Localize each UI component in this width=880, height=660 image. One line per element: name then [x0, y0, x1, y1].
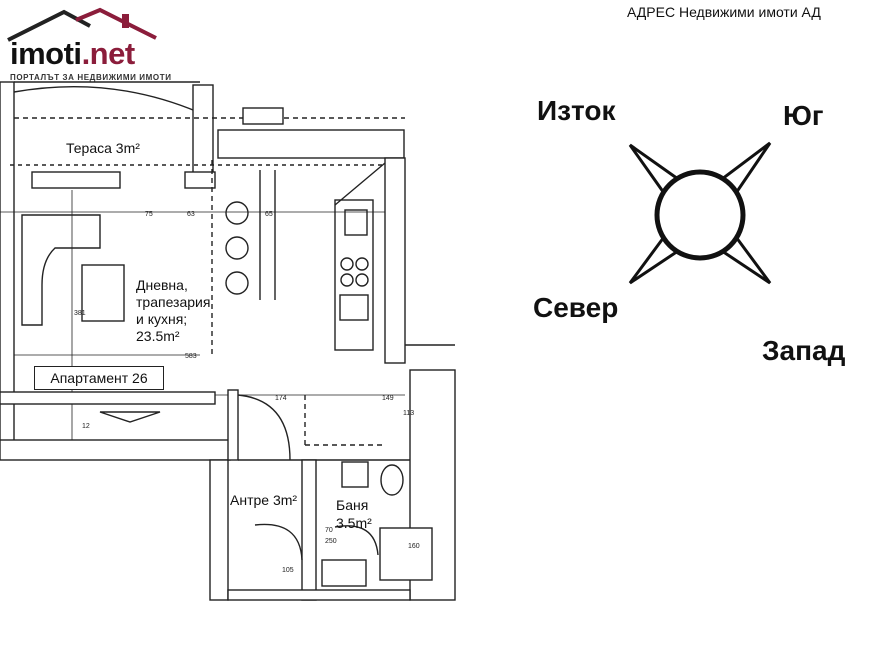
- terrace-arc: [13, 85, 199, 113]
- room-terrace-label: Тераса 3m²: [66, 140, 140, 156]
- apartment-label: Апартамент 26: [34, 366, 164, 390]
- room-bath-area: 3.5m²: [336, 515, 372, 531]
- floor-plan: 75 63 65 174 149 583 381 105 250 70 160 …: [0, 81, 456, 601]
- room-hall-label: Антре 3m²: [230, 492, 298, 508]
- room-living-line: трапезария: [136, 294, 211, 310]
- wall-pillar: [192, 84, 214, 176]
- dim-label: 174: [275, 395, 287, 402]
- dim-label: 75: [145, 211, 153, 218]
- dim-label: 583: [185, 353, 197, 360]
- compass-east-label: Изток: [537, 95, 616, 126]
- dim-label: 65: [265, 211, 273, 218]
- dim-label: 70: [325, 527, 333, 534]
- room-living-line: Дневна,: [136, 277, 188, 293]
- dim-label: 12: [82, 423, 90, 430]
- agency-watermark: АДРЕС Недвижими имоти АД: [627, 4, 821, 20]
- room-bath-label: Баня 3.5m²: [336, 496, 372, 532]
- compass-west-label: Запад: [762, 335, 846, 366]
- compass-north-label: Север: [533, 292, 619, 323]
- logo-wordmark: imoti.net: [10, 36, 135, 72]
- dim-label: 149: [382, 395, 394, 402]
- dim-label: 250: [325, 538, 337, 545]
- room-living-label: Дневна, трапезария и кухня; 23.5m²: [136, 277, 210, 345]
- logo-name: imoti: [10, 36, 82, 71]
- dim-label: 105: [282, 567, 294, 574]
- compass-rose-icon: [628, 141, 772, 285]
- dim-label: 160: [408, 543, 420, 550]
- logo-tagline: ПОРТАЛЪТ ЗА НЕДВИЖИМИ ИМОТИ: [10, 73, 172, 82]
- logo-suffix: .net: [81, 36, 136, 71]
- room-bath-name: Баня: [336, 497, 369, 513]
- dim-label: 63: [187, 211, 195, 218]
- dim-label: 381: [74, 310, 86, 317]
- house-roof-icon: [7, 7, 157, 42]
- dim-label: 113: [403, 410, 414, 417]
- coffee-table: [81, 264, 125, 322]
- site-logo[interactable]: imoti.net ПОРТАЛЪТ ЗА НЕДВИЖИМИ ИМОТИ: [6, 6, 176, 86]
- room-living-line: и кухня;: [136, 311, 188, 327]
- room-living-area: 23.5m²: [136, 328, 180, 344]
- compass-south-label: Юг: [783, 100, 824, 131]
- door-arc: [237, 394, 291, 461]
